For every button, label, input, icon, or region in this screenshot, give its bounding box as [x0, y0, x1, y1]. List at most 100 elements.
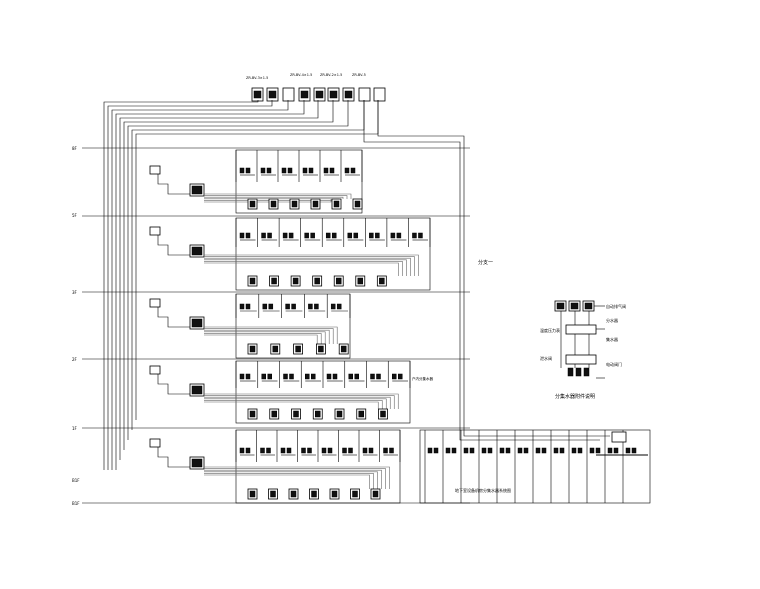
equipment-unit: [363, 448, 367, 453]
floor-groups: [150, 150, 430, 503]
equipment-unit: [330, 168, 334, 173]
legend-item-1: 自动排气阀: [606, 303, 626, 309]
terminal-core: [296, 346, 301, 352]
b1f-equipment: [596, 448, 600, 453]
terminal-core: [353, 491, 358, 497]
equipment-unit: [289, 233, 293, 238]
bundle-pipe: [204, 330, 329, 344]
b1f-valve-box: [612, 432, 626, 442]
side-note: 分支一: [478, 259, 493, 266]
feed-pipe: [150, 445, 190, 467]
equipment-unit: [286, 304, 290, 309]
terminal-core: [273, 346, 278, 352]
equipment-unit: [261, 168, 265, 173]
floor-labels: 8F 5F 3F 2F 1F B1F: [72, 146, 80, 506]
bundle-pipe: [204, 258, 410, 276]
equipment-unit: [371, 374, 375, 379]
top-header-terminals: [252, 88, 385, 101]
equipment-unit: [261, 448, 265, 453]
equipment-unit: [305, 374, 309, 379]
b1f-equipment: [446, 448, 450, 453]
b1f-equipment: [428, 448, 432, 453]
terminal-core: [250, 411, 255, 417]
floor-frame: [236, 218, 430, 290]
bundle-pipe: [204, 473, 374, 489]
bundle-pipe: [204, 329, 333, 344]
bundle-pipe: [204, 472, 378, 489]
equipment-unit: [337, 304, 341, 309]
b1f-equipment: [536, 448, 540, 453]
equipment-unit: [263, 304, 267, 309]
bundle-pipe: [204, 194, 351, 199]
b1f-equipment: [482, 448, 486, 453]
equipment-unit: [303, 168, 307, 173]
floor-label-8f: 8F: [72, 146, 78, 151]
terminal-core: [312, 491, 317, 497]
legend-item-6: 电动阀门: [606, 361, 622, 367]
terminal-core: [355, 201, 360, 207]
terminal-core: [337, 411, 342, 417]
equipment-unit: [309, 168, 313, 173]
equipment-unit: [281, 448, 285, 453]
b1f-equipment: [590, 448, 594, 453]
equipment-unit: [240, 233, 244, 238]
manifold-core: [192, 186, 202, 194]
b1f-equipment: [452, 448, 456, 453]
equipment-unit: [268, 233, 272, 238]
equipment-unit: [262, 374, 266, 379]
bottom-floor-label: B1F: [72, 478, 80, 483]
floor-label-b1f: B1F: [72, 501, 80, 506]
terminal-core: [250, 278, 255, 284]
terminal-core: [341, 346, 346, 352]
equipment-unit: [267, 168, 271, 173]
manifold-core: [192, 319, 202, 327]
manifold-core: [192, 386, 202, 394]
bundle-pipe: [204, 394, 398, 409]
equipment-unit: [311, 233, 315, 238]
equipment-unit: [369, 448, 373, 453]
bundle-pipe: [204, 263, 398, 276]
bundle-pipe: [204, 335, 317, 344]
floor-group-0: [150, 150, 362, 213]
equipment-unit: [326, 233, 330, 238]
b1f-equipment: [518, 448, 522, 453]
equipment-unit: [391, 233, 395, 238]
floor-group-3: [150, 361, 410, 423]
terminal-core: [250, 201, 255, 207]
legend-panel: 自动排气阀 分水器 温度压力表 集水器 泄水阀 电动阀门 分集水器附件说明: [540, 301, 626, 400]
terminal-core: [313, 201, 318, 207]
terminal-core: [315, 411, 320, 417]
equipment-unit: [331, 304, 335, 309]
header-label-4: ZR-BV-5: [352, 73, 366, 77]
equipment-unit: [351, 168, 355, 173]
terminal-core: [294, 411, 299, 417]
b1f-equipment: [626, 448, 630, 453]
b1f-equipment: [434, 448, 438, 453]
header-label-3: ZR-BV-2×1.5: [320, 73, 342, 77]
legend-item-5: 泄水阀: [540, 355, 552, 361]
terminal-core: [272, 278, 277, 284]
terminal-core: [271, 201, 276, 207]
equipment-unit: [327, 374, 331, 379]
b1f-equipment: [632, 448, 636, 453]
terminal-core: [291, 491, 296, 497]
terminal-core: [293, 278, 298, 284]
equipment-unit: [355, 374, 359, 379]
equipment-unit: [354, 233, 358, 238]
header-label-1: ZR-BV-3×1.5: [246, 76, 268, 80]
b1f-equipment: [572, 448, 576, 453]
equipment-unit: [398, 374, 402, 379]
bundle-pipe: [204, 260, 406, 276]
feed-pipe: [150, 372, 190, 394]
terminal-core: [250, 346, 255, 352]
equipment-unit: [292, 304, 296, 309]
terminal-core: [359, 411, 364, 417]
equipment-unit: [246, 448, 250, 453]
equipment-unit: [302, 448, 306, 453]
b1f-equipment: [488, 448, 492, 453]
valve-box: [150, 366, 160, 374]
legend-title: 分集水器附件说明: [555, 393, 595, 400]
equipment-unit: [288, 168, 292, 173]
equipment-unit: [240, 304, 244, 309]
